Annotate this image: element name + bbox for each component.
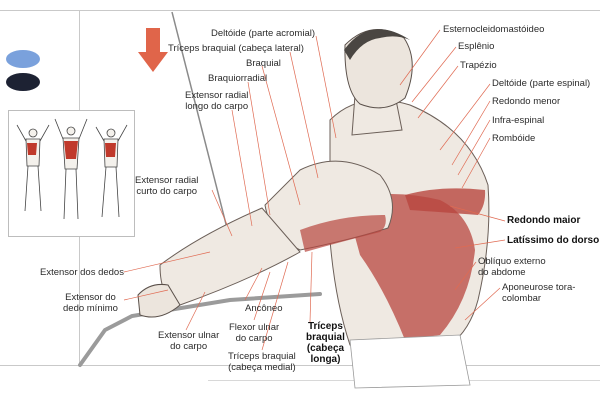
hair bbox=[344, 29, 410, 60]
label-trapezius: Trapézio bbox=[460, 60, 497, 71]
label-infraspinatus: Infra-espinal bbox=[492, 115, 545, 126]
down-arrow-icon bbox=[138, 28, 168, 72]
label-ext-radial-brevis: Extensor radial curto do carpo bbox=[135, 175, 199, 197]
label-extensor-carpi-ulnaris: Extensor ulnar do carpo bbox=[158, 330, 220, 352]
label-brachialis: Braquial bbox=[246, 58, 281, 69]
label-triceps-long-head: Tríceps braquial (cabeça longa) bbox=[306, 321, 345, 365]
label-deltoid-acromial: Deltóide (parte acromial) bbox=[211, 28, 316, 39]
label-teres-minor: Redondo menor bbox=[492, 96, 561, 107]
label-splenius: Esplênio bbox=[458, 41, 495, 52]
exercise-thumbnail-panel bbox=[8, 110, 135, 237]
frame-bottom-line bbox=[0, 365, 600, 366]
label-thoracolumbar-fascia: Aponeurose tora- colombar bbox=[502, 282, 576, 304]
label-ext-radial-longus: Extensor radial longo do carpo bbox=[185, 90, 249, 112]
teres-major-shading bbox=[405, 188, 486, 215]
label-brachioradialis: Braquiorradial bbox=[208, 73, 268, 84]
label-rhomboid: Rombóide bbox=[492, 133, 536, 144]
waistband bbox=[349, 334, 471, 389]
label-deltoid-spinal: Deltóide (parte espinal) bbox=[492, 78, 591, 89]
hand bbox=[137, 284, 181, 318]
thumbnail-figure-front bbox=[16, 124, 50, 212]
cable-line bbox=[171, 11, 229, 233]
label-extensor-digiti-minimi: Extensor do dedo mínimo bbox=[63, 292, 118, 314]
label-extensor-digitorum: Extensor dos dedos bbox=[40, 267, 124, 278]
dark-oval-marker bbox=[6, 73, 40, 91]
blue-oval-marker bbox=[6, 50, 40, 68]
label-external-oblique: Oblíquo externo do abdome bbox=[478, 256, 546, 278]
label-latissimus-dorsi: Latíssimo do dorso bbox=[507, 235, 600, 246]
triceps-shading bbox=[300, 215, 386, 252]
thumbnail-figure-side bbox=[95, 124, 128, 218]
thumbnail-figure-back bbox=[54, 118, 88, 220]
thumbnail-figures bbox=[16, 118, 128, 220]
frame-top-line bbox=[0, 10, 600, 11]
pulldown-bar bbox=[78, 292, 322, 367]
label-teres-major: Redondo maior bbox=[507, 215, 581, 226]
label-sternocleidomastoid: Esternocleidomastóideo bbox=[443, 24, 545, 35]
label-flexor-carpi-ulnaris: Flexor ulnar do carpo bbox=[229, 322, 280, 344]
label-triceps-medial: Tríceps braquial (cabeça medial) bbox=[228, 351, 296, 373]
label-triceps-lateral: Tríceps braquial (cabeça lateral) bbox=[168, 43, 304, 54]
label-anconeus: Ancôneo bbox=[245, 303, 283, 314]
leader-lines bbox=[123, 29, 506, 351]
